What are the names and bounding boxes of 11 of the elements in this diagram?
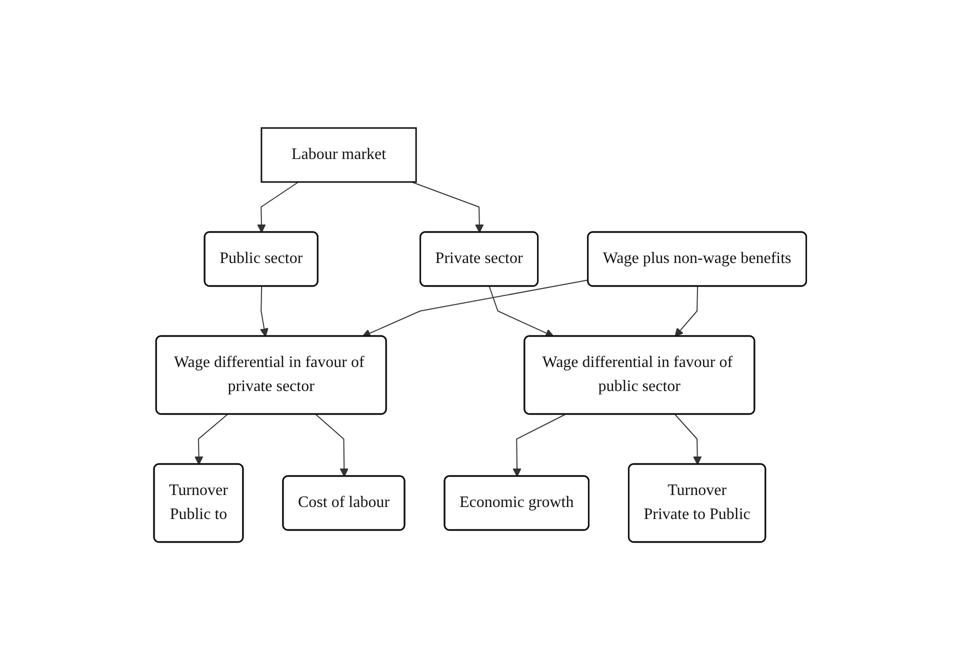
arrow [194,414,228,464]
node-box: Labour market [261,126,418,182]
arrow [675,286,698,336]
arrow [260,286,269,336]
arrow [316,414,349,476]
arrow [674,414,702,464]
arrow [362,279,590,337]
arrow [489,286,554,337]
arrow [512,414,566,476]
arrow [257,181,300,232]
arrow [411,181,484,232]
